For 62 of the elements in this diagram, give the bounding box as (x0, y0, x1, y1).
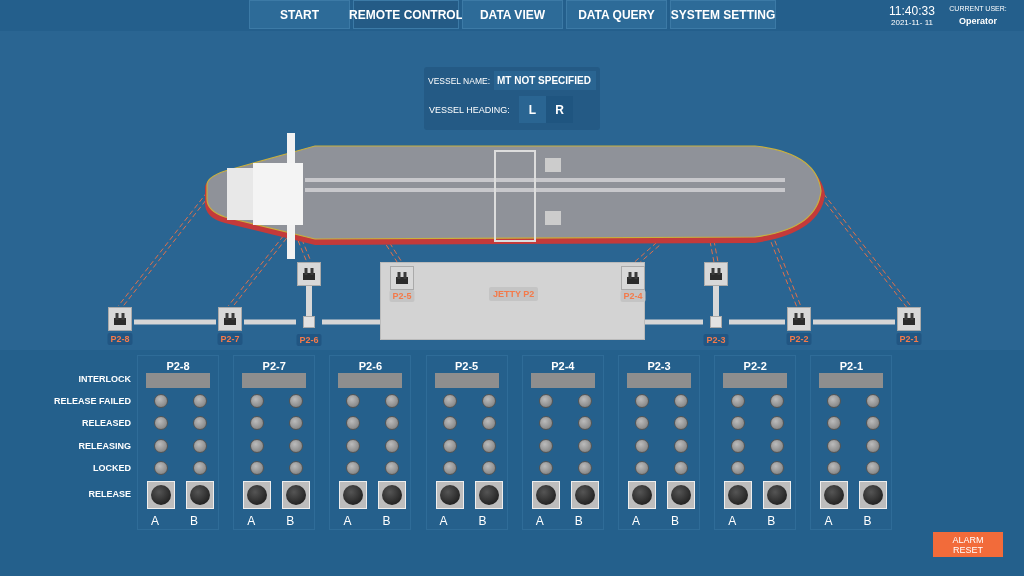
hook-label: P2-4 (620, 290, 646, 302)
mooring-line (227, 235, 288, 309)
clock-time: 11:40:33 (888, 4, 936, 18)
channel-label: B (767, 514, 776, 528)
hook-control-panel (810, 355, 893, 530)
channel-label: A (824, 514, 833, 528)
alarm-reset-button: ALARM RESET (933, 532, 1003, 557)
hook-label: P2-3 (703, 334, 729, 346)
walkway (244, 319, 296, 325)
channel-label: B (286, 514, 295, 528)
vessel-name-field: MT NOT SPECIFIED (494, 71, 596, 90)
hook-control-panel (521, 355, 604, 530)
channel-label: B (863, 514, 872, 528)
hook-control-panel (233, 355, 316, 530)
channel-label: B (382, 514, 391, 528)
field-label: VESSEL HEADING: (429, 105, 510, 115)
panel-heading: P2-6 (357, 360, 383, 372)
hook-control-panel (618, 355, 700, 530)
panel-heading: P2-3 (646, 360, 672, 372)
hook-label: P2-7 (217, 333, 243, 345)
hook-label: P2-2 (786, 333, 812, 345)
nav-tab: START (249, 0, 350, 29)
walkway (729, 319, 785, 325)
walkway (813, 319, 895, 325)
panel-heading: P2-5 (453, 360, 480, 372)
channel-label: B (190, 514, 198, 528)
panel-heading: P2-8 (165, 360, 191, 372)
panel-heading: P2-4 (550, 360, 576, 372)
panel-heading: P2-2 (742, 360, 768, 372)
hook-control-panel (425, 355, 508, 530)
hook-label: P2-6 (296, 334, 322, 346)
date-text: 2021-11- 11 (890, 18, 934, 27)
channel-label: A (343, 514, 352, 528)
field-label: VESSEL NAME: (428, 76, 491, 86)
hook-label: P2-8 (107, 333, 133, 345)
user-name: Operator (958, 16, 998, 26)
hook-label: P2-1 (896, 333, 922, 345)
channel-label: A (247, 514, 256, 528)
walkway (134, 319, 216, 325)
heading-left-button: L (519, 96, 546, 123)
jetty-platform (380, 262, 645, 340)
heading-right-button: R (546, 96, 573, 123)
hook-label: P2-5 (389, 290, 415, 302)
hook-control-panel (329, 355, 412, 530)
channel-label: A (535, 514, 544, 528)
nav-tab: DATA VIEW (462, 0, 563, 29)
nav-tab: SYSTEM SETTING (670, 0, 776, 29)
channel-label: A (632, 514, 640, 528)
hook-control-panel (714, 355, 797, 530)
channel-label: B (574, 514, 583, 528)
walkway (645, 319, 703, 325)
walkway (322, 319, 380, 325)
channel-label: B (478, 514, 487, 528)
jetty-label: JETTY P2 (489, 287, 539, 301)
channel-label: A (439, 514, 448, 528)
panel-heading: P2-1 (838, 360, 864, 372)
nav-tab: DATA QUERY (566, 0, 667, 29)
channel-label: B (671, 514, 679, 528)
channel-label: A (728, 514, 737, 528)
hook-control-panel (137, 355, 219, 530)
channel-label: A (151, 514, 159, 528)
panel-heading: P2-7 (261, 360, 287, 372)
